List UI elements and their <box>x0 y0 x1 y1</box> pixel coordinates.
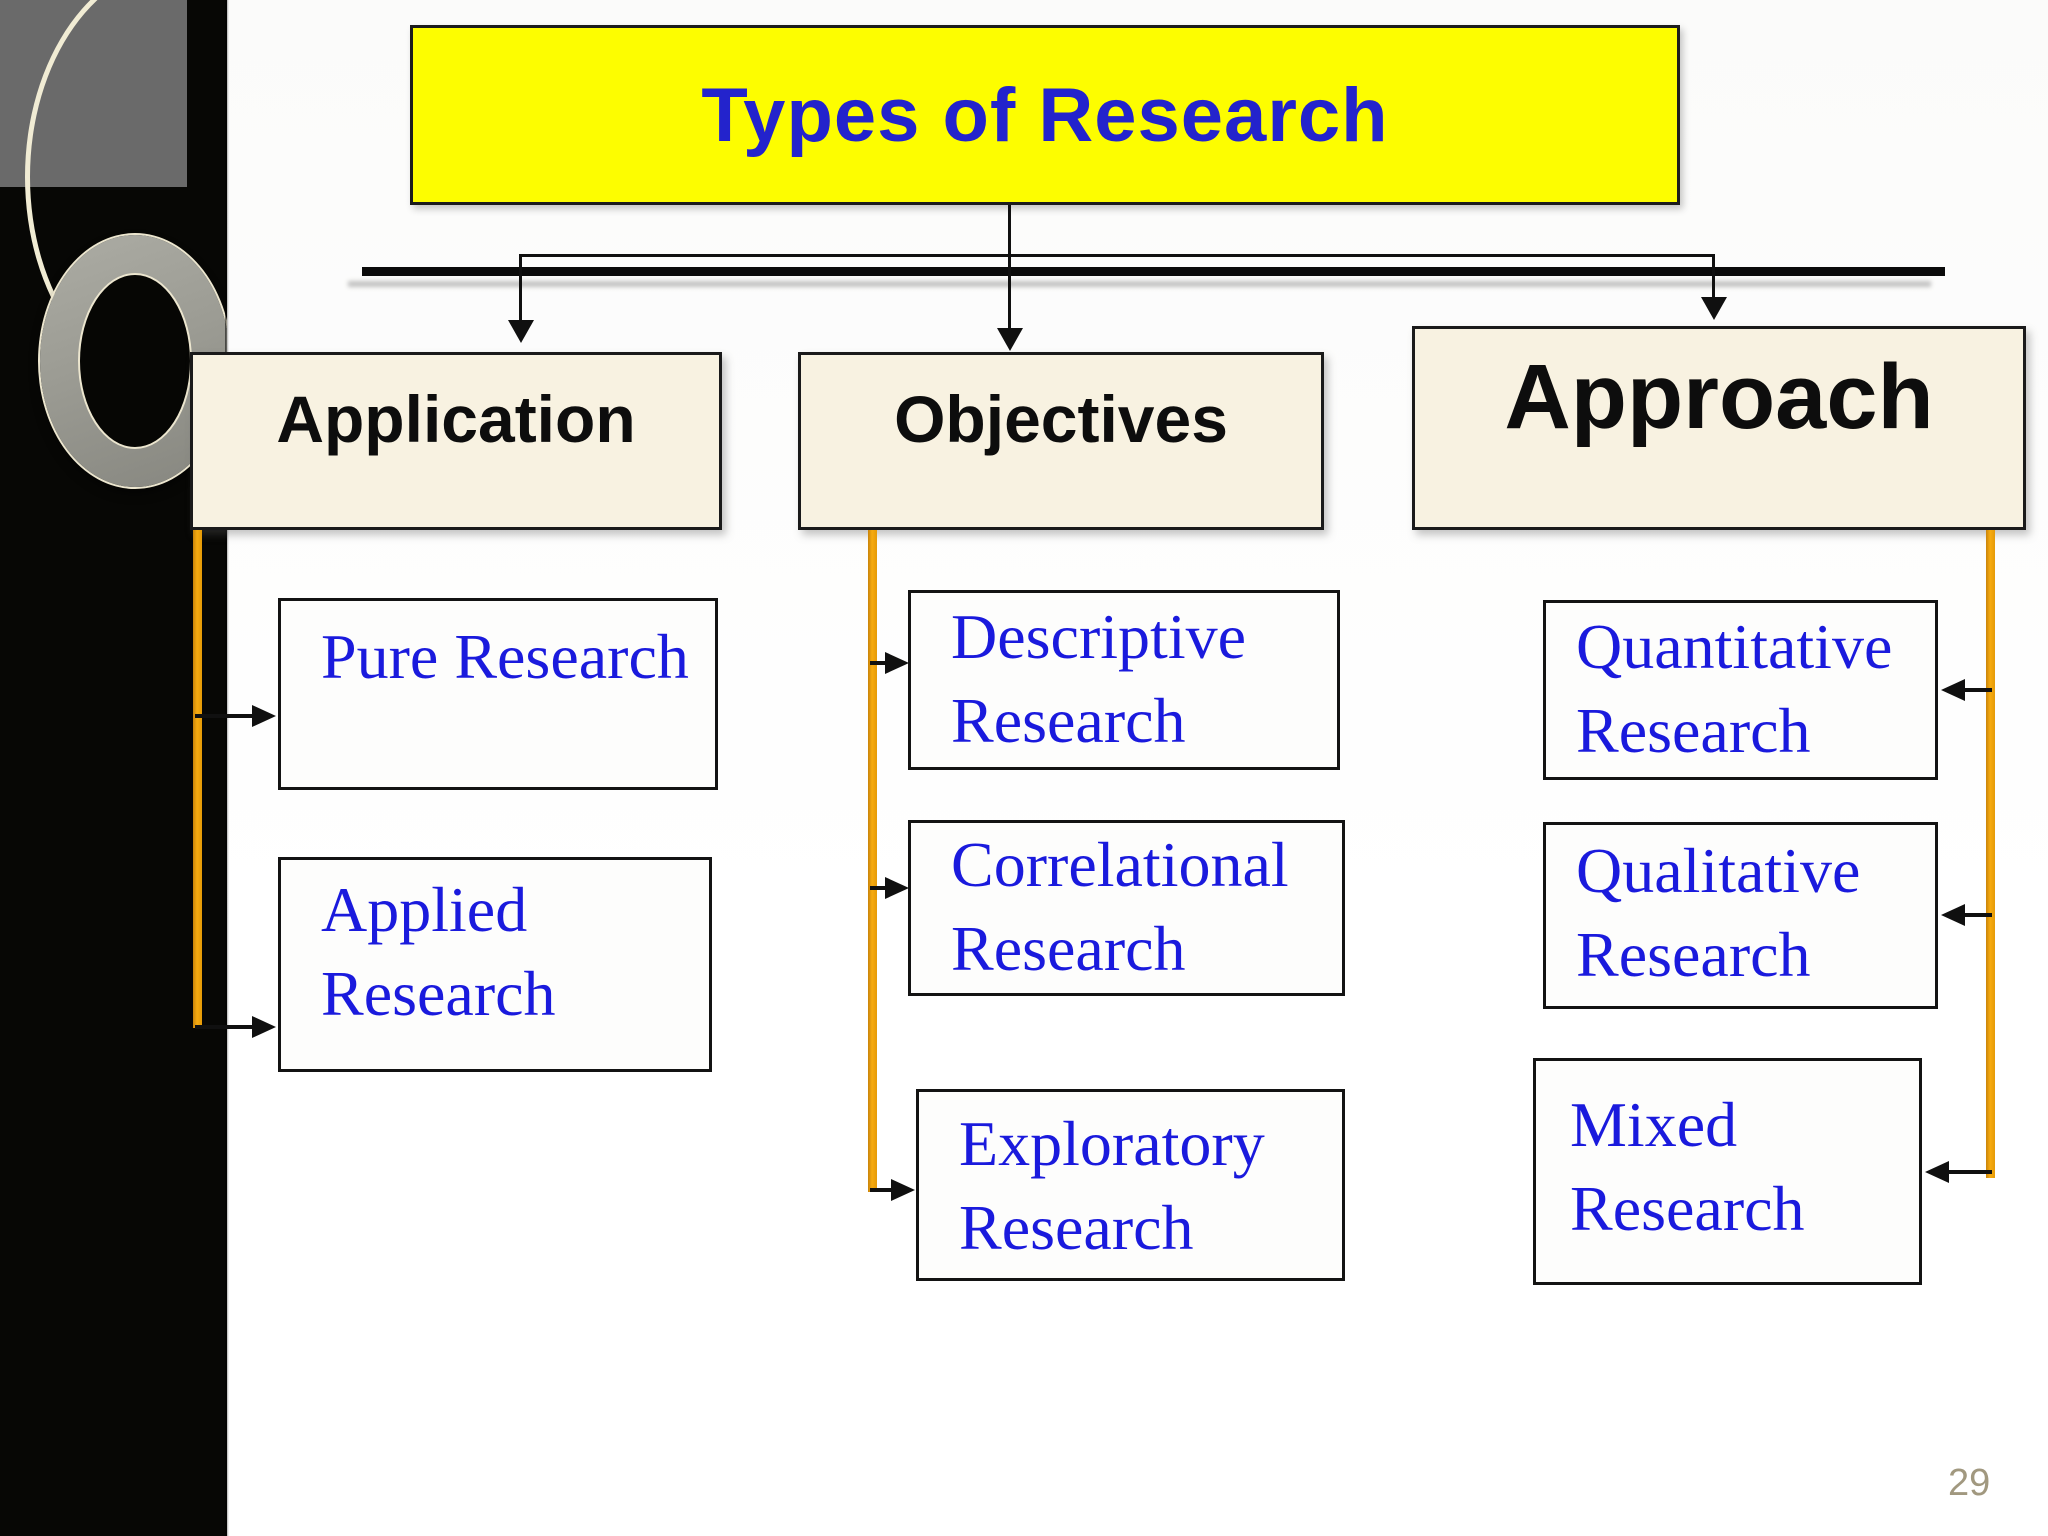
connector-drop-approach <box>1712 254 1715 299</box>
branch-line-correlational <box>870 886 888 890</box>
node-applied-research: Applied Research <box>278 857 712 1072</box>
branch-line-descriptive <box>870 661 888 665</box>
header-label-application: Application <box>276 382 636 456</box>
branch-line-exploratory <box>870 1188 894 1192</box>
divider-thick-line-shadow <box>348 281 1931 287</box>
branch-line-quantitative <box>1964 688 1992 692</box>
node-label-mixed-research: Mixed Research <box>1570 1089 1805 1245</box>
drop-line-approach <box>1986 530 1995 1178</box>
branch-line-mixed <box>1948 1170 1992 1174</box>
node-pure-research: Pure Research <box>278 598 718 790</box>
branch-line-qualitative <box>1964 913 1992 917</box>
arrowhead-approach <box>1701 297 1727 320</box>
node-label-correlational-research: Correlational Research <box>951 829 1289 985</box>
branch-arrowhead-applied <box>252 1016 276 1038</box>
page-number: 29 <box>1948 1462 1991 1504</box>
connector-drop-application <box>519 254 522 322</box>
slide-title: Types of Research <box>701 72 1389 158</box>
branch-arrowhead-mixed <box>1925 1161 1949 1183</box>
header-box-application: Application <box>190 352 722 530</box>
node-label-applied-research: Applied Research <box>321 874 556 1030</box>
connector-title-stem <box>1008 205 1011 256</box>
branch-arrowhead-descriptive <box>885 652 909 674</box>
branch-arrowhead-exploratory <box>891 1179 915 1201</box>
header-box-objectives: Objectives <box>798 352 1324 530</box>
node-qualitative-research: Qualitative Research <box>1543 822 1938 1009</box>
connector-branch-bar <box>519 254 1715 257</box>
node-label-qualitative-research: Qualitative Research <box>1576 835 1861 991</box>
arrowhead-application <box>508 320 534 343</box>
drop-line-application <box>193 530 202 1028</box>
drop-line-objectives <box>868 530 877 1192</box>
branch-arrowhead-qualitative <box>1941 904 1965 926</box>
node-quantitative-research: Quantitative Research <box>1543 600 1938 780</box>
header-box-approach: Approach <box>1412 326 2026 530</box>
connector-drop-objectives <box>1008 254 1011 330</box>
branch-arrowhead-pure <box>252 705 276 727</box>
branch-arrowhead-quantitative <box>1941 679 1965 701</box>
decorative-ring-hole <box>80 275 190 447</box>
title-box: Types of Research <box>410 25 1680 205</box>
node-exploratory-research: Exploratory Research <box>916 1089 1345 1281</box>
node-descriptive-research: Descriptive Research <box>908 590 1340 770</box>
branch-line-pure <box>195 714 253 718</box>
node-label-quantitative-research: Quantitative Research <box>1576 611 1893 767</box>
sidebar-decoration <box>0 0 227 1536</box>
branch-arrowhead-correlational <box>885 877 909 899</box>
divider-thick-line <box>362 267 1945 276</box>
sidebar-edge-shadow <box>225 0 229 1536</box>
node-label-pure-research: Pure Research <box>321 621 689 692</box>
node-label-descriptive-research: Descriptive Research <box>951 601 1246 757</box>
header-label-approach: Approach <box>1504 346 1934 448</box>
branch-line-applied <box>195 1025 253 1029</box>
node-mixed-research: Mixed Research <box>1533 1058 1922 1285</box>
node-correlational-research: Correlational Research <box>908 820 1345 996</box>
arrowhead-objectives <box>997 328 1023 351</box>
node-label-exploratory-research: Exploratory Research <box>959 1108 1265 1264</box>
header-label-objectives: Objectives <box>894 382 1228 456</box>
